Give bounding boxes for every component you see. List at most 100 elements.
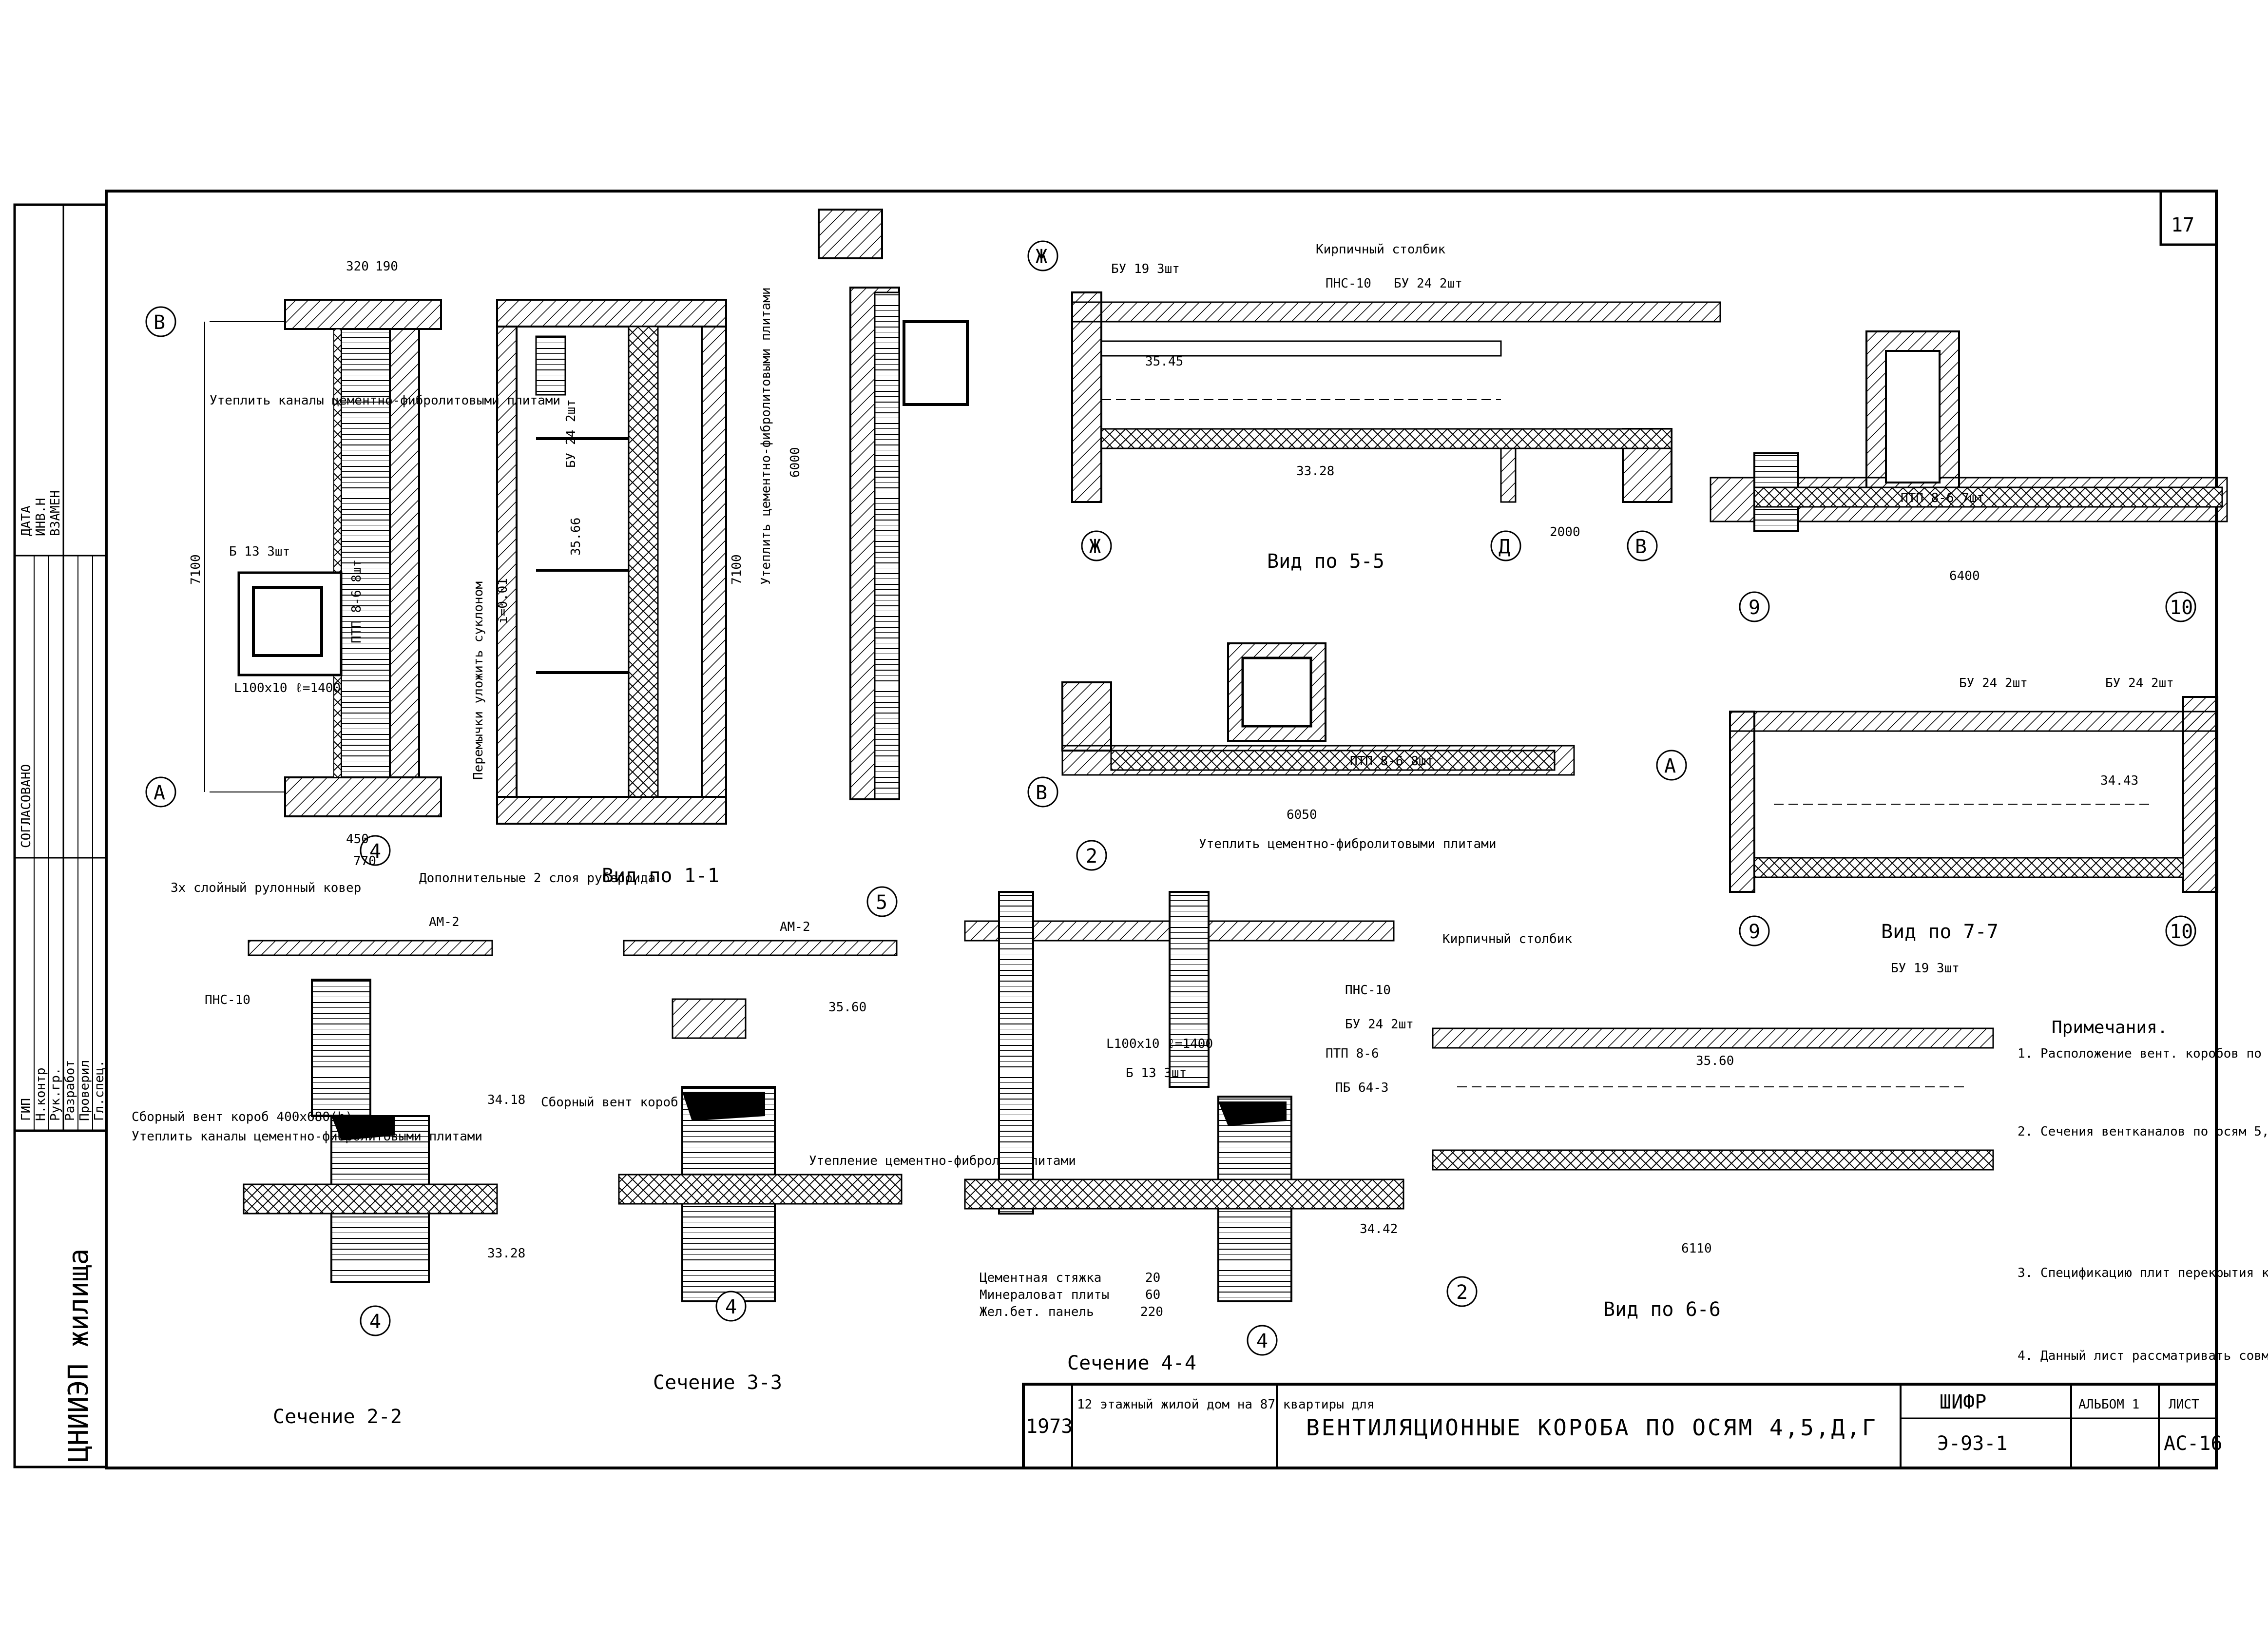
axis-9-1: 9 [1749,597,1760,619]
pns10-2: ПНС-10 [205,993,250,1007]
plan-axis-4: В А 4 7100 320 190 450 770 Утеплить кана… [145,259,560,869]
signature-0: ГИП [19,1098,34,1121]
pns10-1: ПНС-10 [1326,276,1371,291]
axis-4-3: 4 [725,1296,737,1318]
pb-label: ПБ 64-3 [1335,1081,1389,1095]
level-34-43: 34.43 [2100,773,2138,788]
left-stamp: ЦНИИЭП жилища СОГЛАСОВАНО ДАТА ИНВ.Н ВЗА… [13,203,108,1468]
section-2-2: 4 3х слойный рулонный ковер Дополнительн… [132,871,655,1428]
sheet-value: АС-16 [2164,1432,2222,1455]
level-35-60: 35.60 [828,1000,866,1015]
date-header-0: ДАТА [19,505,34,536]
signature-4: Проверил [77,1060,92,1121]
notes-heading: Примечания. [2052,1018,2168,1038]
dim-320: 320 [346,259,369,274]
view-7-7-caption: Вид по 7-7 [1881,921,1999,943]
code-label: ШИФР [1940,1391,1986,1413]
note-3a: 3. Спецификацию плит перекрытия каналов … [2018,1266,2268,1280]
lintel-note: Перемычки уложить суклоном [471,581,486,780]
bu24-3: БУ 24 2шт [1959,676,2028,691]
dim-450: 450 [346,832,369,847]
signature-2: Рук.гр. [48,1067,63,1121]
axis-4-1: 4 [369,840,381,863]
dim-6050: 6050 [1287,808,1317,822]
note-4a: 4. Данный лист рассматривать совместно с… [2018,1349,2268,1363]
brick-column-1: Кирпичный столбик [1316,242,1445,257]
layer-2-value: 220 [1140,1305,1163,1319]
section-3-3-caption: Сечение 3-3 [653,1371,782,1394]
insulate-cement-2: Утепление цементно-фибролит плитами [809,1154,1076,1168]
extra-layers: Дополнительные 2 слоя рубероида [419,871,655,886]
note-1a: 1. Расположение вент. коробов по осям 4,… [2018,1046,2268,1061]
brick-column-2: Кирпичный столбик [1442,932,1572,946]
dim-6110: 6110 [1681,1241,1712,1256]
level-33-51: 34.42 [1360,1222,1398,1236]
view-7-7: 9 10 БУ 24 2шт БУ 24 2шт 34.43 Вид по 7-… [1729,676,2218,946]
section-4-4: 4 ПНС-10 БУ 24 2шт ПТП 8-6 ПБ 64-3 L100х… [964,891,1414,1374]
title-block: 1973 12 этажный жилой дом на 87 квартиры… [1022,1383,2222,1469]
angle-label: L100х10 ℓ=1400 [234,681,341,695]
axis-9-2: 9 [1749,921,1760,943]
sheet-number-box [2159,190,2218,246]
level-33-28-1: 33.28 [487,1246,525,1261]
dim-190: 190 [375,259,398,274]
axis-a-2: А [1664,755,1676,777]
axis-10-2: 10 [2170,921,2193,943]
section-axis-5: 5 Ж В Утеплить цементно-фибролитовыми пл… [759,209,1058,917]
section-2-2-caption: Сечение 2-2 [273,1406,402,1428]
bu24-2: БУ 24 2шт [1394,276,1462,291]
angle-label-2: L100х10 ℓ=1400 [1106,1037,1213,1051]
view-1-1: Перемычки уложить суклоном i=0.01 БУ 24 … [471,299,744,887]
layer-1-value: 60 [1145,1288,1160,1302]
axis-a-1: А [154,782,165,804]
axis-5: 5 [876,891,887,914]
prefab-box-1: Сборный вент короб 400х680(h) [132,1110,353,1124]
lintel-slope: i=0.01 [496,578,510,624]
dim-7100: 7100 [189,554,203,585]
prefab-box-2: Сборный вент короб 270х680(h) [541,1095,762,1110]
note-2: 2. Сечения вентканалов по осям 5,Д и Г в… [2018,1124,2268,1139]
note-3: 3. Спецификацию плит перекрытия каналов … [2018,1266,2268,1280]
b13-label-2: Б 13 3шт [1126,1066,1187,1081]
axis-v-3: В [1635,536,1647,558]
axis-v-1: В [154,311,165,334]
axis-10-1: 10 [2170,597,2193,619]
bu19-1: БУ 19 3шт [1111,262,1180,276]
axis-zh-2: Ж [1089,536,1101,558]
view-1-1-caption: Вид по 1-1 [602,865,719,887]
axis-4-4: 4 [1256,1330,1268,1352]
level-35-60-b: 35.60 [1696,1054,1734,1068]
dim-6400: 6400 [1949,569,1980,583]
bu24-4: БУ 24 2шт [2105,676,2174,691]
ptp-label-3: ПТП 8-6 8шт [1350,754,1434,769]
view-6-6-caption: Вид по 6-6 [1603,1298,1721,1321]
axis-v-2: В [1036,782,1047,804]
axis-2-2: 2 [1456,1281,1468,1304]
roll-carpet: 3х слойный рулонный ковер [171,881,361,895]
title-year: 1973 [1026,1415,1073,1438]
insulate-channels-2: Утеплить каналы цементно-фибролитовыми п… [132,1129,482,1144]
b13-label: Б 13 3шт [229,544,290,559]
layer-0-name: Цементная стяжка [980,1271,1101,1285]
title-main: ВЕНТИЛЯЦИОННЫЕ КОРОБА ПО ОСЯМ 4,5,Д,Г [1306,1414,1878,1441]
axis-zh-1: Ж [1036,246,1047,268]
layer-1-name: Минераловат плиты [980,1288,1109,1302]
level-35-66: 33.28 [1296,464,1334,479]
signature-3: Разработ [63,1060,77,1121]
note-2a: 2. Сечения вентканалов по осям 5,Д и Г в… [2018,1124,2268,1139]
insulate-cement: Утеплить цементно-фибролитовыми плитами [1199,837,1496,851]
insulate-fib: Утеплить цементно-фибролитовыми плитами [759,288,773,585]
am2-1: АМ-2 [429,915,460,929]
am2-2: АМ-2 [780,920,810,934]
axis-2-1: 2 [1086,845,1097,868]
plan-axis-d: 2 А 6050 Утеплить цементно-фибролитовыми… [1061,642,1687,871]
sheet-label: ЛИСТ [2169,1397,2199,1412]
signature-1: Н.контр [34,1067,48,1121]
bu24-1: БУ 24 2шт [564,399,578,468]
approval-heading: СОГЛАСОВАНО [19,764,34,848]
view-6-6: 2 Кирпичный столбик БУ 19 3шт 35.60 6110… [1432,932,1994,1321]
axis-d-1: Д [1499,536,1510,558]
note-4: 4. Данный лист рассматривать совместно с… [2018,1349,2268,1363]
level-34-18-1: 34.18 [487,1093,525,1107]
